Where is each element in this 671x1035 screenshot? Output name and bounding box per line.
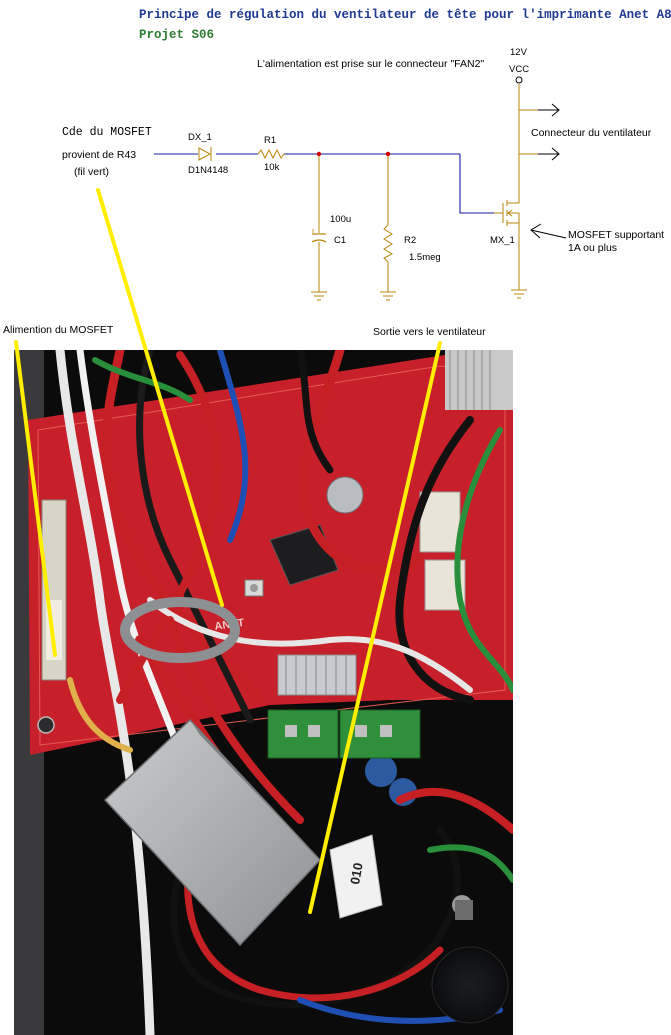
diode-part: D1N4148: [188, 165, 228, 176]
capacitor-can: [326, 476, 364, 514]
supply-note: L'alimentation est prise sur le connecte…: [257, 58, 484, 70]
heat-sink: [277, 654, 357, 696]
capacitor-can: [365, 755, 397, 787]
r2-value: 1.5meg: [409, 252, 441, 263]
mosfet-pointer-arrow: [530, 223, 567, 239]
mosfet-note-line1: MOSFET supportant: [568, 229, 664, 241]
camera-lens: [431, 946, 509, 1024]
terminal-block: [267, 709, 339, 759]
cmd-wire: (fil vert): [74, 166, 109, 178]
diode-symbol: [198, 147, 212, 161]
c1-ref: C1: [334, 235, 346, 246]
diode-ref: DX_1: [188, 132, 212, 143]
mounting-hole: [37, 716, 55, 734]
ground-symbol: [311, 291, 327, 301]
r1-value: 10k: [264, 162, 280, 173]
junction-dot: [316, 151, 322, 157]
connector-arrow: [538, 103, 560, 117]
cmd-label: Cde du MOSFET: [62, 126, 152, 139]
r1-symbol: [257, 148, 285, 160]
c1-symbol: [311, 229, 327, 243]
photo-label-left: Alimention du MOSFET: [3, 324, 114, 336]
wire-tag: [329, 834, 383, 919]
fan-connector-label: Connecteur du ventilateur: [531, 127, 652, 139]
ribbon-cable: [445, 350, 513, 410]
project-label: Projet S06: [139, 28, 214, 42]
wiring-photo: ANET: [14, 350, 513, 1035]
r2-ref: R2: [404, 235, 416, 246]
photo-label-right: Sortie vers le ventilateur: [373, 326, 486, 338]
wire-tag-text: 010: [347, 862, 366, 886]
annotation-lines: [14, 188, 442, 914]
schematic-wires: [154, 153, 494, 214]
vcc-terminal: [515, 76, 523, 84]
ground-symbol: [511, 289, 527, 299]
connector-arrow: [538, 147, 560, 161]
r2-symbol: [383, 224, 394, 263]
mosfet-note-line2: 1A ou plus: [568, 242, 617, 254]
controller-board: [28, 355, 513, 755]
cmd-source: provient de R43: [62, 149, 136, 161]
ground-symbol: [380, 291, 396, 301]
mosfet-ref: MX_1: [490, 235, 515, 246]
c1-value: 100u: [330, 214, 351, 225]
r1-ref: R1: [264, 135, 276, 146]
vcc-voltage: 12V: [510, 47, 528, 58]
schematic-branches: [318, 84, 538, 292]
mosfet-symbol: [494, 196, 520, 230]
diagram-title: Principe de régulation du ventilateur de…: [139, 8, 671, 22]
junction-dot: [385, 151, 391, 157]
wire-ring: [120, 597, 240, 663]
vcc-label: VCC: [509, 64, 529, 75]
